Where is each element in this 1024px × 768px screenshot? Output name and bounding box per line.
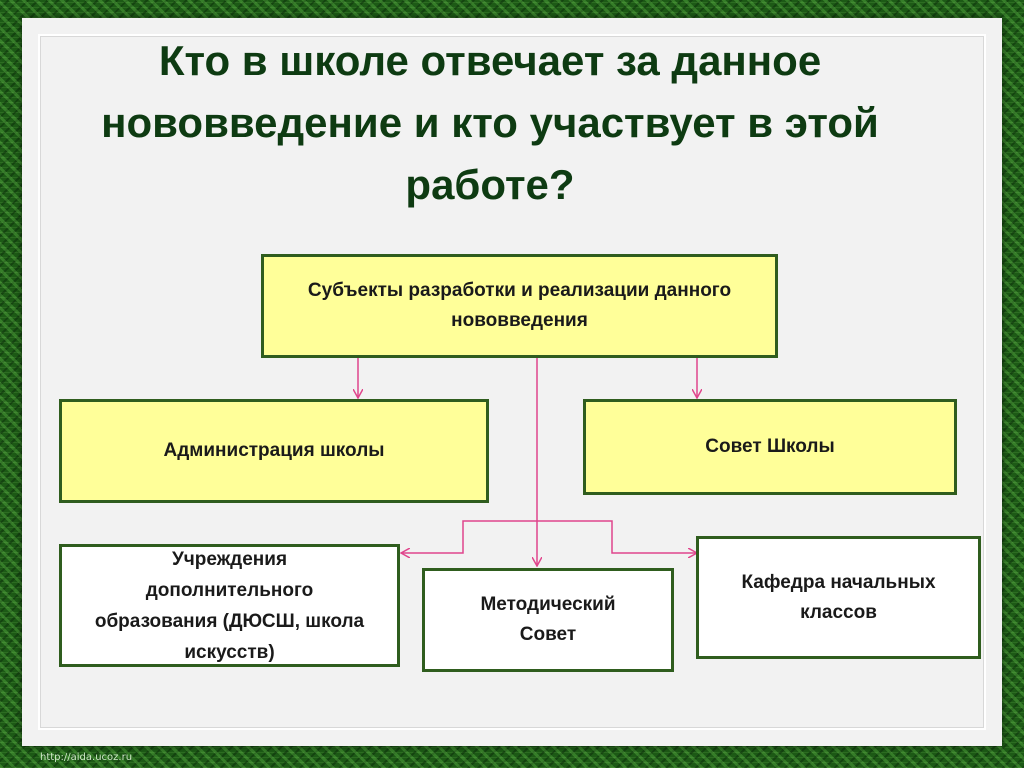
administration-box: Администрация школы xyxy=(59,399,489,503)
primary-department-label: Кафедра начальных классов xyxy=(741,571,936,623)
arrow-to-additional-education xyxy=(401,520,537,553)
arrow-to-primary-department xyxy=(537,520,697,553)
source-url: http://aida.ucoz.ru xyxy=(40,752,133,763)
methodical-council-box: Методический Совет xyxy=(422,568,674,672)
methodical-council-label: Методический Совет xyxy=(480,594,616,645)
slide-frame xyxy=(38,34,986,730)
administration-label: Администрация школы xyxy=(163,440,385,461)
subjects-box: Субъекты разработки и реализации данного… xyxy=(261,254,778,358)
subjects-label: Субъекты разработки и реализации данного… xyxy=(307,280,732,331)
school-council-label: Совет Школы xyxy=(705,436,835,457)
school-council-box: Совет Школы xyxy=(583,399,957,495)
primary-department-box: Кафедра начальных классов xyxy=(696,536,981,659)
additional-education-box: Учреждения дополнительного образования (… xyxy=(59,544,400,667)
slide-title: Кто в школе отвечает за данное нововведе… xyxy=(101,37,879,208)
additional-education-label: Учреждения дополнительного образования (… xyxy=(94,548,365,663)
